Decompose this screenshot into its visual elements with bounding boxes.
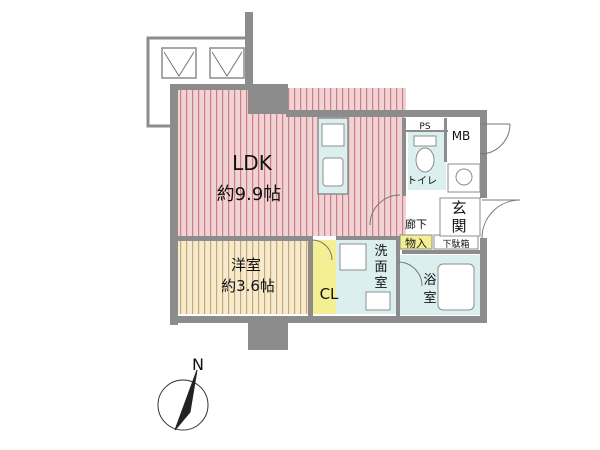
- western-room: [177, 240, 309, 314]
- ps-label: PS: [419, 122, 430, 132]
- western-size: 約3.6帖: [221, 277, 275, 295]
- compass-needle-outline: [174, 369, 198, 431]
- compass-ring: [157, 379, 209, 431]
- water-heater-icon: [455, 168, 473, 186]
- ldk-size: 約9.9帖: [217, 184, 282, 205]
- shoe-box-label: 下駄箱: [442, 238, 469, 250]
- bath-char-2: 室: [423, 290, 436, 306]
- storage-label: 物入: [405, 236, 427, 250]
- bathtub-icon: [437, 263, 475, 311]
- ldk-name: LDK: [232, 151, 273, 175]
- bath-char-1: 浴: [423, 273, 436, 288]
- doors: [311, 123, 521, 287]
- washroom-char-2: 面: [374, 260, 387, 275]
- mb-label: MB: [452, 129, 471, 143]
- entrance-char-2: 関: [451, 217, 466, 235]
- toilet-tank-icon: [413, 135, 437, 147]
- entrance-char-1: 玄: [451, 199, 466, 217]
- storage-room: [399, 234, 433, 250]
- washer-icon: [339, 243, 367, 271]
- compass: N: [157, 355, 209, 431]
- balcony: [146, 36, 250, 128]
- western-name: 洋室: [231, 256, 261, 274]
- washroom-char-3: 室: [374, 275, 387, 291]
- washroom-char-1: 洗: [374, 244, 387, 259]
- compass-north-label: N: [192, 355, 204, 374]
- closet-label: CL: [320, 285, 339, 303]
- toilet-bowl-icon: [415, 147, 435, 173]
- sink-icon: [322, 157, 344, 187]
- hallway-label: 廊下: [405, 217, 427, 231]
- stove-icon: [321, 123, 345, 147]
- entrance-floor: [439, 197, 481, 237]
- washbasin-icon: [365, 291, 391, 311]
- balcony-wall: [245, 12, 253, 84]
- toilet-label: トイレ: [407, 176, 437, 187]
